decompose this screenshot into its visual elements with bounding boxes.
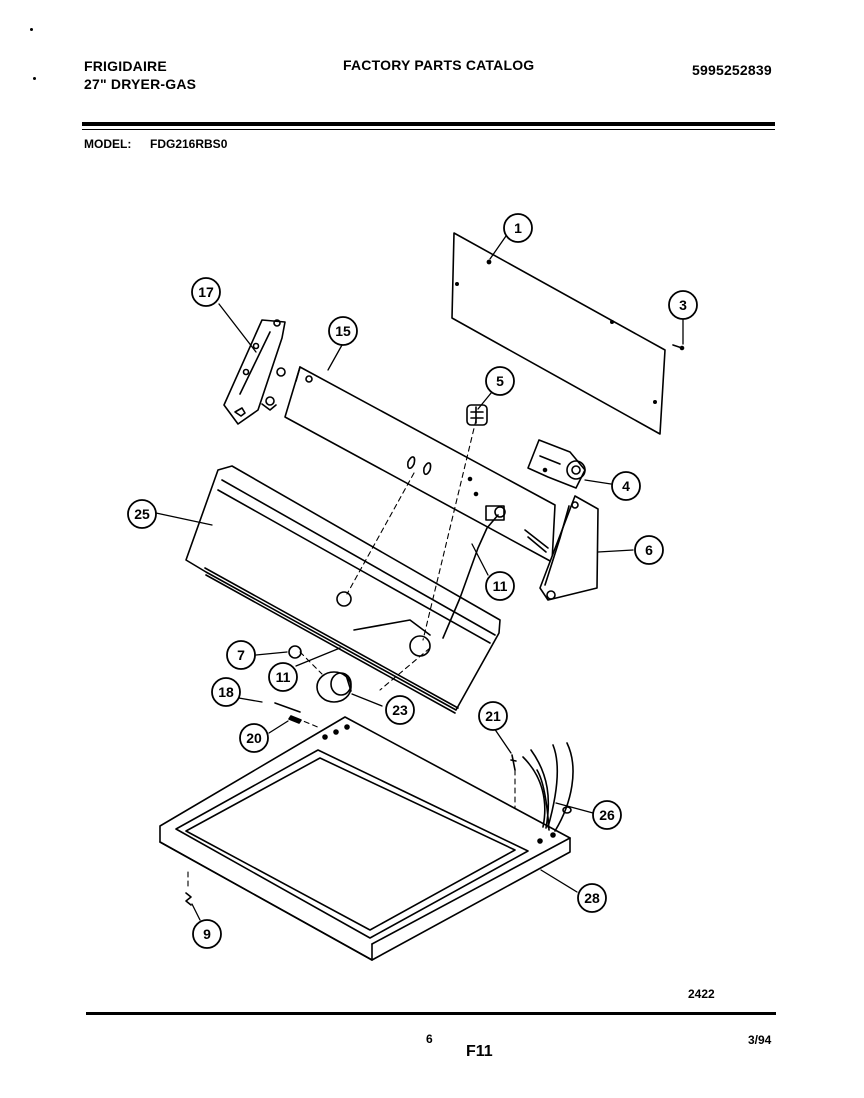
- knob-23: [316, 671, 352, 703]
- callout-6: 6: [645, 542, 653, 558]
- callout-28: 28: [584, 890, 600, 906]
- callout-circles: [127, 213, 698, 949]
- callout-11-upper: 11: [493, 578, 508, 594]
- leader-lines: [155, 235, 684, 921]
- header-rule-thin: [82, 129, 775, 130]
- catalog-title: FACTORY PARTS CATALOG: [343, 57, 535, 73]
- callout-25: 25: [134, 506, 150, 522]
- footer-rule: [86, 1012, 776, 1015]
- header-rule-thick: [82, 122, 775, 126]
- product-name: 27" DRYER-GAS: [84, 76, 197, 92]
- revision-date: 3/94: [748, 1033, 772, 1047]
- timer-4: [527, 439, 586, 489]
- callout-7: 7: [237, 647, 245, 663]
- callout-1: 1: [514, 220, 522, 236]
- top-28: [159, 716, 572, 961]
- screw-3: [672, 344, 685, 351]
- end-bracket-17: [223, 319, 286, 425]
- brand-name: FRIGIDAIRE: [84, 58, 167, 74]
- scan-speck: [30, 28, 33, 31]
- knob-7: [288, 645, 302, 659]
- harness-11: [442, 514, 499, 639]
- callout-20: 20: [246, 730, 262, 746]
- console-25: [185, 465, 501, 714]
- callout-3: 3: [679, 297, 687, 313]
- model-label: MODEL:: [84, 137, 132, 151]
- wires-26: [522, 742, 574, 832]
- callout-26: 26: [599, 807, 615, 823]
- model-number: FDG216RBS0: [150, 137, 228, 151]
- callout-5: 5: [496, 373, 504, 389]
- callout-labels: 1 3 4 5 6 7 9 11 11 15 17 18 20 21 23 25…: [134, 220, 687, 942]
- knob-5: [466, 404, 488, 426]
- drawing-number: 2422: [688, 987, 715, 1001]
- callout-4: 4: [622, 478, 630, 494]
- page-number: 6: [426, 1032, 433, 1046]
- hardware-18-20-21-9: [185, 702, 517, 906]
- callout-21: 21: [485, 708, 501, 724]
- end-cap-6: [539, 495, 599, 601]
- scan-speck: [33, 77, 36, 80]
- callout-15: 15: [335, 323, 351, 339]
- callout-23: 23: [392, 702, 408, 718]
- callout-18: 18: [218, 684, 234, 700]
- figure-code: F11: [466, 1043, 493, 1060]
- callout-11-lower: 11: [276, 669, 291, 685]
- catalog-number: 5995252839: [692, 62, 772, 78]
- callout-9: 9: [203, 926, 211, 942]
- rear-panel: [451, 232, 666, 435]
- callout-17: 17: [198, 284, 214, 300]
